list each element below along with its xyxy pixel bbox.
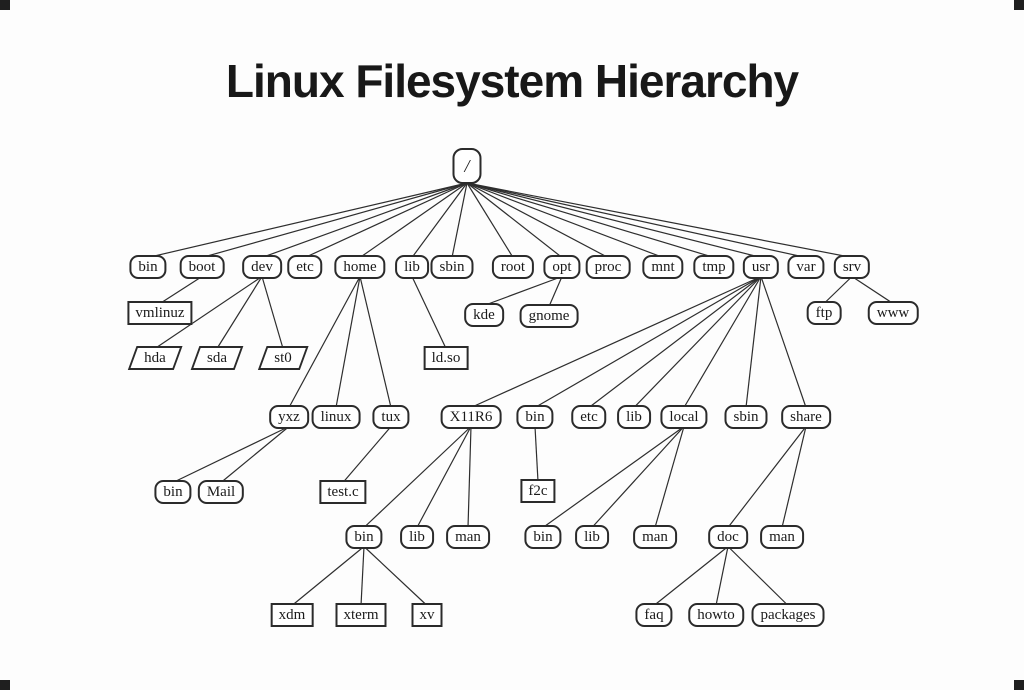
node-label-sda: sda [207,350,227,366]
node-x-lib: lib [400,525,434,549]
node-mnt: mnt [642,255,684,279]
node-tux: tux [372,405,410,429]
node-st0: st0 [257,346,309,370]
node-ldso: ld.so [423,346,469,370]
node-f2c: f2c [520,479,556,503]
node-share-man: man [760,525,804,549]
node-www: www [867,301,919,325]
node-gnome: gnome [519,304,579,328]
node-x11r6: X11R6 [440,405,502,429]
node-boot: boot [179,255,225,279]
node-usr-etc: etc [571,405,607,429]
node-sbin: sbin [430,255,474,279]
corner-artifact-top-right [1014,0,1024,10]
node-x-bin: bin [345,525,383,549]
node-ftp: ftp [806,301,842,325]
node-srv: srv [833,255,871,279]
node-linux: linux [311,405,361,429]
node-local-lib: lib [575,525,609,549]
node-dev: dev [242,255,282,279]
corner-artifact-bottom-left [0,680,10,690]
node-local: local [660,405,708,429]
node-xdm: xdm [270,603,314,627]
node-hda: hda [127,346,183,370]
node-root: / [452,148,482,184]
node-xterm: xterm [335,603,387,627]
node-faq: faq [635,603,673,627]
node-kde: kde [464,303,504,327]
node-mail: Mail [197,480,245,504]
node-x-man: man [446,525,490,549]
node-howto: howto [688,603,744,627]
node-share: share [781,405,831,429]
node-label-hda: hda [144,350,166,366]
node-packages: packages [751,603,825,627]
node-bin: bin [129,255,167,279]
node-label-st0: st0 [274,350,292,366]
corner-artifact-bottom-right [1014,680,1024,690]
node-opt: opt [543,255,581,279]
node-usr-sbin: sbin [724,405,768,429]
node-yxz-bin: bin [154,480,192,504]
node-usr-lib: lib [617,405,651,429]
node-sda: sda [190,346,244,370]
page-title: Linux Filesystem Hierarchy [225,55,799,107]
corner-artifact-top-left [0,0,10,10]
node-usr: usr [742,255,780,279]
node-test-c: test.c [319,480,367,504]
node-proc: proc [585,255,631,279]
node-home: home [334,255,386,279]
node-vmlinuz: vmlinuz [127,301,193,325]
node-yxz: yxz [269,405,309,429]
node-xv: xv [411,603,443,627]
node-var: var [787,255,825,279]
node-etc: etc [287,255,323,279]
node-usr-bin: bin [516,405,554,429]
node-lib: lib [395,255,429,279]
node-doc: doc [708,525,748,549]
node-local-bin: bin [524,525,562,549]
node-tmp: tmp [693,255,735,279]
node-local-man: man [633,525,677,549]
node-root-dir: root [491,255,535,279]
